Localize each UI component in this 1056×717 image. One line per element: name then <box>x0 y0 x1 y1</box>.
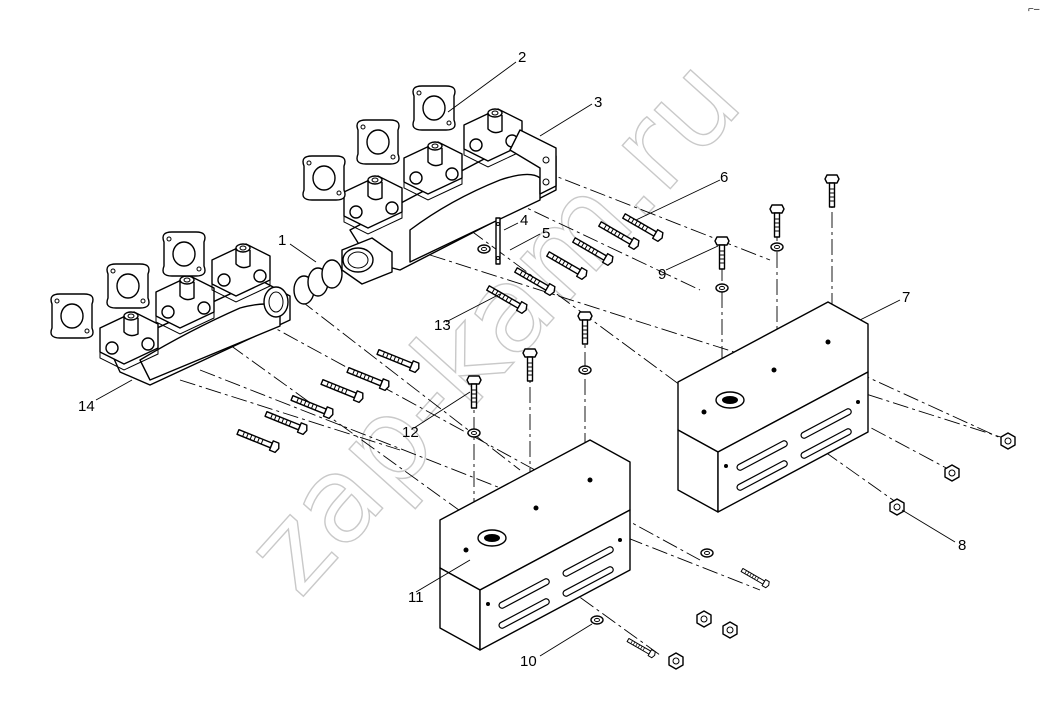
shield-nuts <box>590 432 1016 670</box>
leader-lines <box>95 61 956 657</box>
callout-14: 14 <box>78 398 95 415</box>
callout-1: 1 <box>278 232 286 249</box>
callout-9: 9 <box>658 266 666 283</box>
callout-3: 3 <box>594 94 602 111</box>
callouts: 1 2 3 4 5 6 7 8 9 10 11 12 13 14 <box>78 49 966 670</box>
callout-12: 12 <box>402 424 419 441</box>
callout-7: 7 <box>902 289 910 306</box>
callout-10: 10 <box>520 653 537 670</box>
front-exhaust-manifold <box>99 243 291 386</box>
bracket <box>495 217 501 265</box>
corner-mark: ⌐– <box>1028 4 1040 15</box>
callout-13: 13 <box>434 317 451 334</box>
callout-11: 11 <box>408 589 424 606</box>
callout-8: 8 <box>958 537 966 554</box>
callout-6: 6 <box>720 169 728 186</box>
callout-4: 4 <box>520 212 528 229</box>
sealing-rings <box>293 259 343 305</box>
heat-shield-rear <box>677 301 869 513</box>
rear-exhaust-manifold <box>341 108 557 285</box>
callout-2: 2 <box>518 49 526 66</box>
callout-5: 5 <box>542 225 550 242</box>
